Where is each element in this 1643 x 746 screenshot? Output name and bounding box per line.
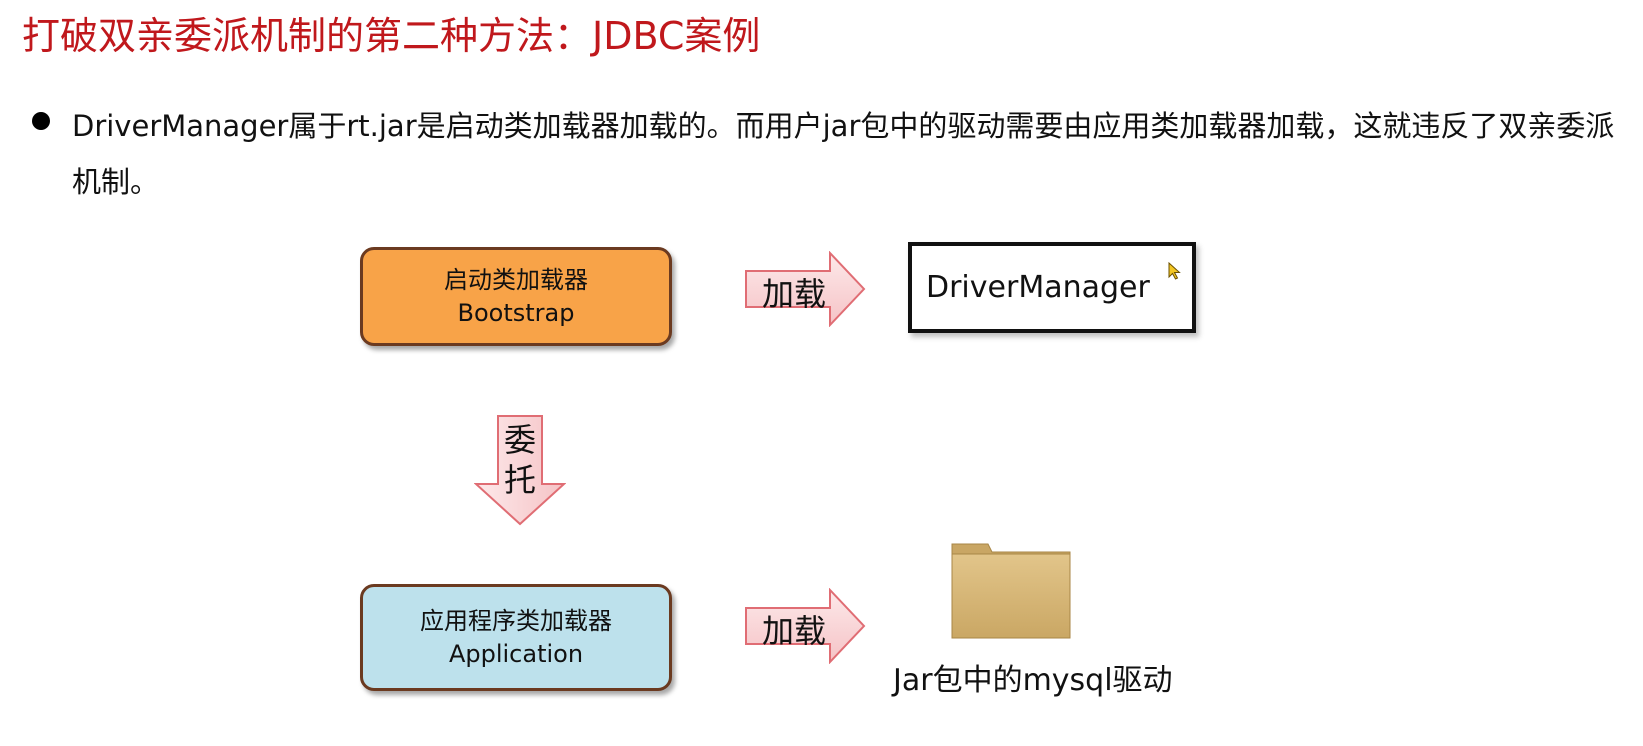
folder-icon: [951, 543, 1071, 639]
application-classloader-box: 应用程序类加载器 Application: [360, 584, 672, 691]
delegate-arrow-label: 委托: [504, 421, 537, 499]
load-arrow-bottom-label: 加载: [762, 612, 827, 650]
load-arrow-top-icon: [745, 251, 866, 327]
bootstrap-classloader-box: 启动类加载器 Bootstrap: [360, 247, 672, 346]
load-arrow-bottom-icon: [745, 588, 866, 664]
bullet-text: DriverManager属于rt.jar是启动类加载器加载的。而用户jar包中…: [72, 109, 1615, 199]
load-arrow-top-label: 加载: [762, 275, 827, 313]
bootstrap-box-line1: 启动类加载器: [444, 266, 588, 295]
bootstrap-box-line2: Bootstrap: [457, 298, 575, 327]
bullet-dot-icon: [32, 112, 50, 130]
mouse-cursor-icon: [1168, 262, 1181, 280]
application-box-line1: 应用程序类加载器: [420, 607, 612, 636]
folder-label: Jar包中的mysql驱动: [893, 663, 1173, 698]
delegate-arrow-icon: [474, 415, 566, 526]
driver-manager-label: DriverManager: [926, 270, 1150, 305]
slide-title: 打破双亲委派机制的第二种方法：JDBC案例: [22, 14, 761, 58]
driver-manager-box: DriverManager: [908, 242, 1196, 333]
application-box-line2: Application: [448, 639, 584, 668]
